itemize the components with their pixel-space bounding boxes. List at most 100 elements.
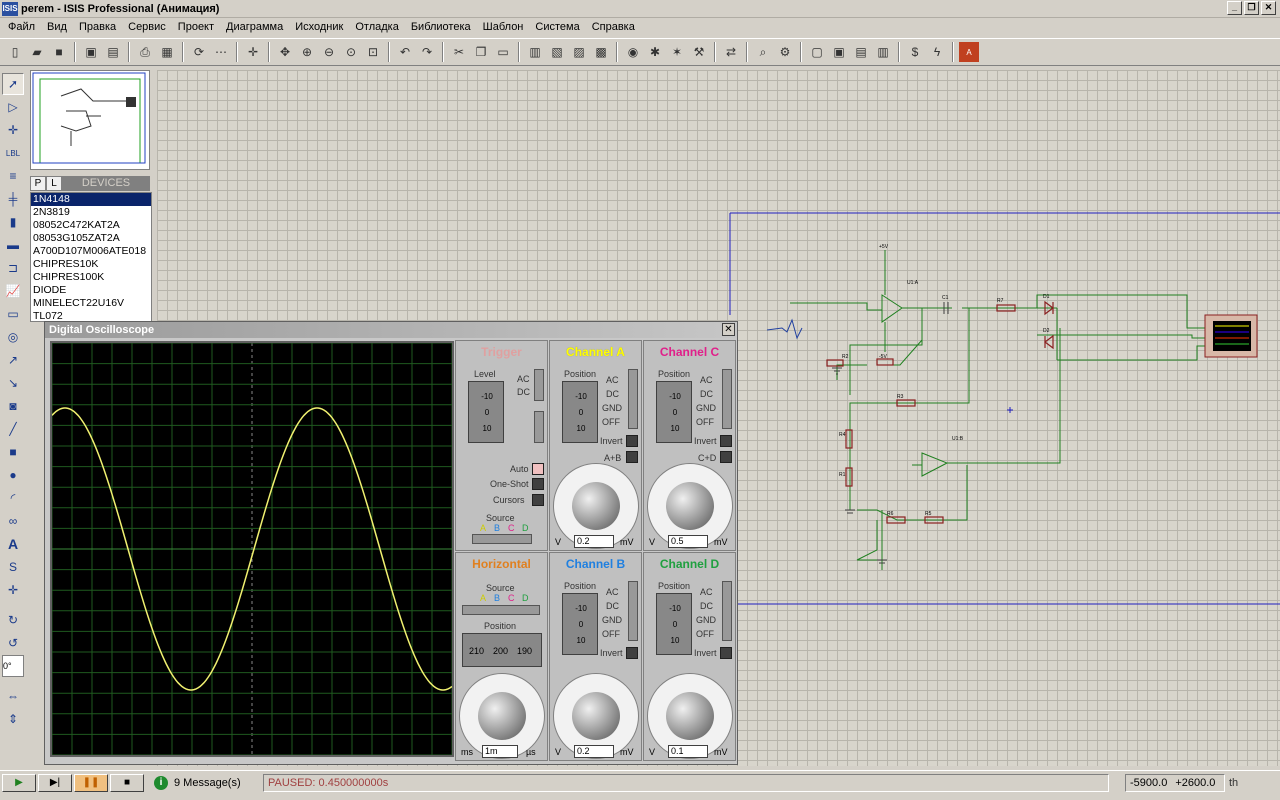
channel-a-invert-button[interactable]: [626, 435, 638, 447]
remove-sheet-icon[interactable]: ▣: [833, 45, 845, 59]
ares-icon[interactable]: A: [959, 42, 979, 62]
stop-button[interactable]: ■: [110, 773, 144, 792]
rotate-ccw-icon[interactable]: ↺: [7, 636, 19, 650]
device-item[interactable]: CHIPRES10K: [33, 258, 99, 270]
wire-label-icon[interactable]: LBL: [5, 148, 21, 158]
zoom-area-icon[interactable]: ⊡: [367, 45, 379, 59]
rotation-angle-field[interactable]: 0°: [2, 655, 24, 677]
property-tool-icon[interactable]: ⚙: [779, 45, 791, 59]
menu-design[interactable]: Проект: [177, 21, 215, 33]
horizontal-source-slider[interactable]: [462, 605, 540, 615]
search-tag-icon[interactable]: ⌕: [759, 44, 767, 59]
channel-a-position-control[interactable]: -10 0 10: [562, 381, 598, 443]
terminal-mode-icon[interactable]: ▬: [7, 238, 19, 252]
device-item[interactable]: CHIPRES100K: [33, 271, 105, 283]
rotate-cw-icon[interactable]: ↻: [7, 613, 19, 627]
undo-icon[interactable]: ↶: [399, 45, 411, 59]
menu-template[interactable]: Шаблон: [482, 21, 524, 33]
horizontal-position-control[interactable]: 210 200 190: [462, 633, 542, 667]
channel-c-scale-value[interactable]: 0.5: [668, 535, 708, 548]
text-script-icon[interactable]: ≡: [9, 169, 17, 183]
channel-b-volts-knob[interactable]: [553, 673, 639, 759]
package-tool-icon[interactable]: ✶: [671, 45, 683, 59]
zoom-out-icon[interactable]: ⊖: [323, 45, 335, 59]
trigger-coupling-switch[interactable]: [534, 369, 544, 401]
step-button[interactable]: ▶|: [38, 773, 72, 792]
text-tool-icon[interactable]: A: [7, 536, 19, 552]
cut-icon[interactable]: ✂: [453, 45, 465, 59]
oscilloscope-close-button[interactable]: ✕: [722, 323, 735, 336]
new-file-icon[interactable]: ▯: [11, 45, 19, 59]
graph-mode-icon[interactable]: 📈: [5, 284, 21, 298]
device-item[interactable]: MINELECT22U16V: [33, 297, 125, 309]
channel-d-position-control[interactable]: -10 0 10: [656, 593, 692, 655]
device-list[interactable]: 1N4148 2N3819 08052C472KAT2A 08053G105ZA…: [30, 192, 152, 322]
refresh-icon[interactable]: ⟳: [193, 45, 205, 59]
channel-a-sum-button[interactable]: [626, 451, 638, 463]
channel-d-invert-button[interactable]: [720, 647, 732, 659]
menu-file[interactable]: Файл: [8, 21, 36, 33]
make-device-icon[interactable]: ✱: [649, 45, 661, 59]
channel-c-coupling-switch[interactable]: [722, 369, 732, 429]
trigger-level-control[interactable]: -10 0 10: [468, 381, 504, 443]
device-item[interactable]: 08052C472KAT2A: [33, 219, 120, 231]
maximize-button[interactable]: ❐: [1244, 1, 1259, 15]
channel-c-invert-button[interactable]: [720, 435, 732, 447]
trigger-edge-switch[interactable]: [534, 411, 544, 443]
block-move-icon[interactable]: ▧: [551, 45, 563, 59]
device-item[interactable]: 1N4148: [31, 193, 151, 206]
block-copy-icon[interactable]: ▥: [529, 45, 541, 59]
import-icon[interactable]: ▣: [85, 45, 97, 59]
bill-of-materials-icon[interactable]: $: [911, 45, 919, 59]
menu-debug[interactable]: Отладка: [355, 21, 399, 33]
print-area-icon[interactable]: ▦: [161, 45, 173, 59]
menu-tools[interactable]: Сервис: [128, 21, 166, 33]
device-item[interactable]: 2N3819: [33, 206, 70, 218]
channel-c-volts-knob[interactable]: [647, 463, 733, 549]
goto-sheet-icon[interactable]: ▤: [855, 45, 867, 59]
circle-tool-icon[interactable]: ●: [9, 468, 17, 482]
block-rotate-icon[interactable]: ▨: [573, 45, 585, 59]
channel-b-invert-button[interactable]: [626, 647, 638, 659]
trigger-auto-button[interactable]: [532, 463, 544, 475]
pan-icon[interactable]: ✥: [279, 45, 291, 59]
pick-device-icon[interactable]: ◉: [627, 45, 639, 59]
tape-recorder-icon[interactable]: ▭: [7, 307, 19, 321]
new-sheet-icon[interactable]: ▢: [811, 45, 823, 59]
channel-d-coupling-switch[interactable]: [722, 581, 732, 641]
subcircuit-mode-icon[interactable]: ▮: [9, 215, 17, 229]
menu-edit[interactable]: Правка: [78, 21, 117, 33]
mirror-horizontal-icon[interactable]: ⇔: [7, 689, 19, 703]
open-folder-icon[interactable]: ▰: [32, 45, 42, 59]
pick-devices-button[interactable]: P: [30, 176, 46, 191]
redo-icon[interactable]: ↷: [421, 45, 433, 59]
menu-graph[interactable]: Диаграмма: [226, 21, 284, 33]
channel-a-coupling-switch[interactable]: [628, 369, 638, 429]
component-mode-icon[interactable]: ▷: [8, 100, 18, 114]
voltage-probe-icon[interactable]: ↗: [7, 353, 19, 367]
library-manager-button[interactable]: L: [46, 176, 62, 191]
marker-tool-icon[interactable]: ✛: [7, 583, 19, 597]
symbol-tool-icon[interactable]: S: [8, 560, 17, 574]
channel-d-volts-knob[interactable]: [647, 673, 733, 759]
grid-icon[interactable]: ⋯: [215, 45, 227, 59]
arc-tool-icon[interactable]: ◜: [10, 491, 16, 505]
wire-autorouter-icon[interactable]: ⇄: [725, 45, 737, 59]
channel-c-sum-button[interactable]: [720, 451, 732, 463]
horizontal-scale-value[interactable]: 1m: [482, 745, 518, 758]
zoom-in-icon[interactable]: ⊕: [301, 45, 313, 59]
menu-source[interactable]: Исходник: [295, 21, 344, 33]
save-icon[interactable]: ■: [55, 45, 63, 59]
messages-indicator[interactable]: i 9 Message(s): [154, 775, 259, 790]
menu-library[interactable]: Библиотека: [410, 21, 471, 33]
virtual-instruments-icon[interactable]: ◙: [9, 399, 17, 413]
mirror-vertical-icon[interactable]: ⇕: [7, 712, 19, 726]
channel-c-position-control[interactable]: -10 0 10: [656, 381, 692, 443]
close-button[interactable]: ✕: [1261, 1, 1276, 15]
trigger-source-slider[interactable]: [472, 534, 532, 544]
export-icon[interactable]: ▤: [107, 45, 119, 59]
copy-icon[interactable]: ❐: [475, 45, 487, 59]
device-item[interactable]: 08053G105ZAT2A: [33, 232, 120, 244]
decompose-icon[interactable]: ⚒: [693, 45, 705, 59]
channel-d-scale-value[interactable]: 0.1: [668, 745, 708, 758]
